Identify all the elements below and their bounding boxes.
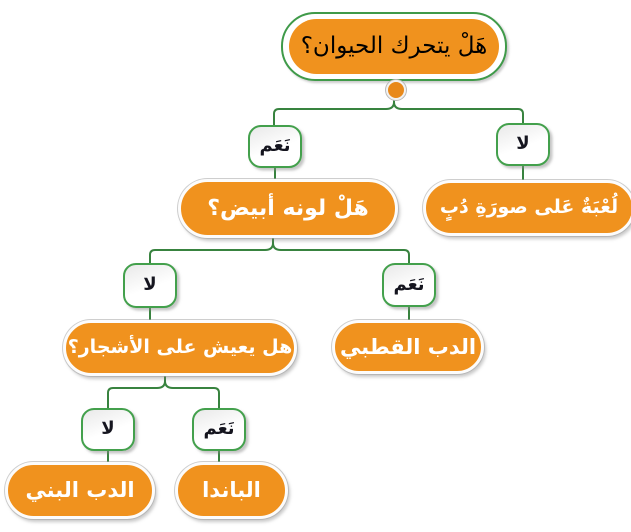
question-node-white-color: هَلْ لونه أبيض؟ (178, 179, 398, 238)
branch-label-no-1: لا (516, 133, 530, 155)
root-question-node: هَلْ يتحرك الحيوان؟ (281, 12, 507, 81)
branch-box-no-3: لا (81, 408, 135, 451)
answer-node-polar-bear: الدب القطبي (332, 320, 484, 374)
root-question-pill: هَلْ يتحرك الحيوان؟ (289, 19, 499, 74)
answer-label-panda: الباندا (202, 478, 261, 503)
answer-node-panda: الباندا (175, 462, 288, 519)
answer-label-brown-bear: الدب البني (25, 478, 135, 503)
branch-label-no-2: لا (143, 274, 157, 296)
question-node-lives-in-trees: هل يعيش على الأشجار؟ (63, 320, 297, 376)
branch-box-yes-1: نَعَم (248, 125, 302, 168)
branch-label-yes-1: نَعَم (259, 135, 291, 157)
root-question-label: هَلْ يتحرك الحيوان؟ (300, 32, 488, 59)
answer-label-toy-bear: لُعْبَةٌ عَلى صورَةِ دُبٍ (439, 196, 619, 219)
branch-label-no-3: لا (101, 418, 115, 440)
branch-label-yes-2: نَعَم (393, 273, 425, 295)
branch-label-yes-3: نَعَم (203, 418, 235, 440)
branch-box-no-2: لا (123, 263, 177, 308)
answer-label-polar-bear: الدب القطبي (339, 334, 477, 359)
branch-box-yes-3: نَعَم (192, 408, 246, 451)
branch-origin-dot (386, 80, 406, 100)
answer-node-toy-bear: لُعْبَةٌ عَلى صورَةِ دُبٍ (423, 180, 631, 236)
question-label-white-color: هَلْ لونه أبيض؟ (207, 195, 369, 221)
branch-box-no-1: لا (496, 123, 550, 166)
answer-node-brown-bear: الدب البني (5, 462, 155, 519)
question-label-lives-in-trees: هل يعيش على الأشجار؟ (67, 336, 293, 359)
branch-box-yes-2: نَعَم (382, 263, 436, 307)
